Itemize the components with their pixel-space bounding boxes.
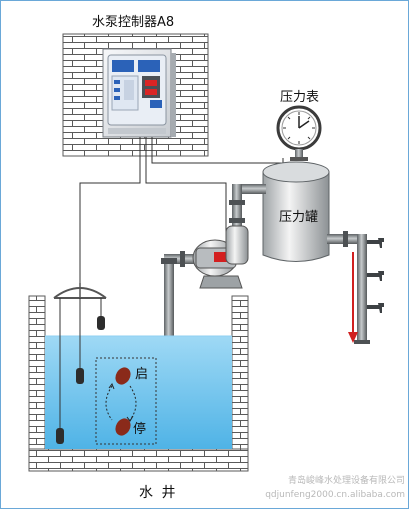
controller-title: 水泵控制器A8 — [92, 15, 175, 30]
control-wires — [79, 137, 284, 285]
pressure-gauge — [276, 105, 322, 161]
watermark-company: 青岛峻峰水处理设备有限公司 — [287, 476, 405, 486]
float-level-indicator — [95, 357, 157, 445]
well-label: 水 井 — [139, 485, 178, 501]
outflow-arrow — [348, 252, 358, 343]
controller-box — [102, 48, 176, 138]
float-stop-label: 停 — [133, 422, 147, 437]
watermark-url: qdjunfeng2000.cn.alibaba.com — [265, 490, 405, 500]
well — [28, 295, 249, 472]
centrifugal-pump — [192, 225, 249, 289]
pressure-tank-label: 压力罐 — [279, 210, 319, 225]
pressure-gauge-label: 压力表 — [280, 90, 320, 105]
float-switch-assembly — [53, 283, 107, 444]
pressure-tank — [262, 161, 330, 262]
float-start-label: 启 — [135, 367, 149, 382]
